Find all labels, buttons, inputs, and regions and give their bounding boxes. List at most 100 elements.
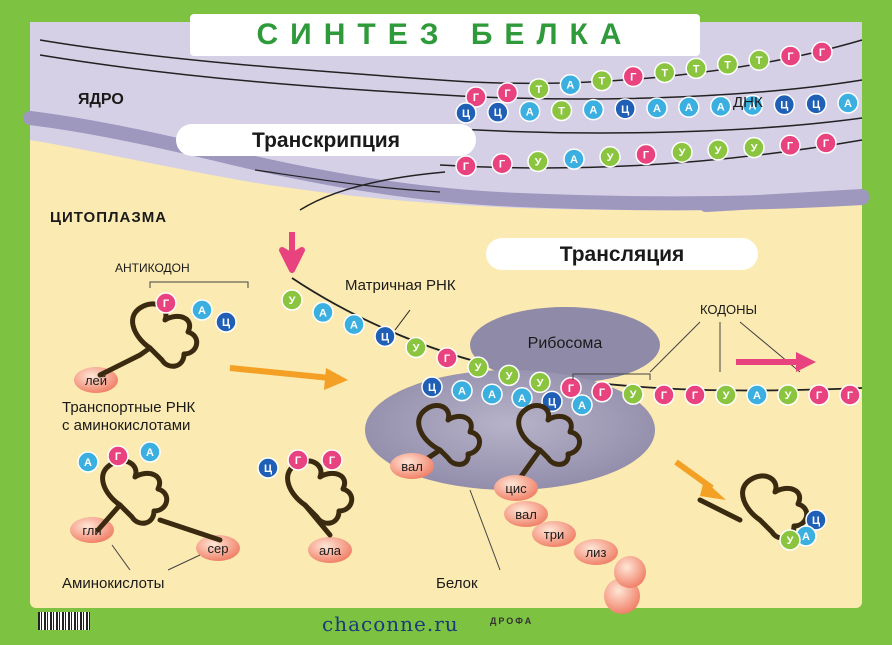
nucleotide: Ц: [215, 311, 237, 333]
nucleotide-letter: Г: [643, 150, 650, 162]
nucleotide-letter: Г: [504, 88, 511, 100]
ribosome-small-subunit: [470, 307, 660, 383]
nucleotide: А: [481, 383, 503, 405]
nucleotide-letter: Г: [819, 47, 826, 59]
nucleotide-letter: У: [787, 535, 794, 547]
nucleotide: А: [741, 94, 764, 117]
fine-print-2: [760, 612, 880, 634]
amino-acid-liz: лиз: [574, 539, 618, 565]
nucleotide-letter: А: [458, 386, 466, 398]
nucleotide-letter: А: [198, 305, 206, 317]
trna-label-line1: Транспортные РНК: [62, 399, 196, 416]
nucleotide: Ц: [487, 101, 509, 123]
nucleotide: Г: [815, 132, 837, 154]
amino-acid-label: вал: [515, 507, 537, 522]
nucleotide: Г: [839, 384, 861, 406]
nucleotide-letter: А: [146, 447, 154, 459]
nucleotide: У: [707, 139, 729, 161]
arrow-down-icon: [279, 232, 305, 273]
nucleotide-letter: А: [570, 154, 578, 166]
trna-label-line2: с аминокислотами: [62, 417, 190, 434]
nucleotide: Ц: [614, 98, 636, 120]
nucleotide-letter: У: [535, 156, 542, 168]
nucleotide: У: [671, 141, 693, 163]
nucleotide: У: [779, 529, 801, 551]
nucleotide-letter: Г: [568, 383, 575, 395]
arrow-right-icon: [796, 352, 816, 372]
nucleotide: Г: [653, 384, 675, 406]
amino-acid-ser: сер: [196, 535, 240, 561]
nucleotide-letter: Ц: [222, 317, 230, 329]
translation-badge: [486, 238, 758, 270]
cytoplasm-label: ЦИТОПЛАЗМА: [50, 209, 167, 226]
nucleotide: Г: [811, 41, 833, 63]
nucleotide: Г: [684, 384, 706, 406]
nucleotide-letter: У: [715, 145, 722, 157]
nucleotide-letter: Г: [444, 353, 451, 365]
nucleotide: У: [498, 364, 520, 387]
nucleotide-letter: Т: [724, 59, 731, 71]
nucleotide-letter: Г: [787, 51, 794, 63]
nucleotide: Г: [287, 449, 309, 471]
nucleotide-letter: Ц: [812, 515, 820, 527]
nucleotide: Г: [591, 381, 613, 403]
nucleotide: У: [599, 146, 621, 168]
publisher-logo: ДРОФА: [490, 616, 534, 626]
nucleotide: Г: [491, 152, 513, 175]
nucleotide: Ц: [374, 325, 396, 348]
nucleotide-letter: А: [84, 457, 92, 469]
nucleotide: Ц: [805, 509, 827, 531]
nucleotide: Г: [465, 86, 487, 108]
nucleotide: Т: [591, 69, 613, 92]
nucleotide-letter: У: [506, 370, 513, 382]
amino-acid-val2: вал: [504, 501, 548, 527]
nucleotide: У: [405, 336, 427, 359]
nucleotide-letter: А: [566, 80, 574, 92]
nucleotide: Г: [622, 65, 645, 88]
nucleus-label: ЯДРО: [78, 91, 124, 108]
nucleotide-letter: Т: [661, 67, 668, 79]
ribosome-label: Рибосома: [528, 335, 603, 352]
nucleotide: У: [467, 356, 489, 378]
trna-lei-anticodon: Г А Ц: [155, 292, 237, 333]
nucleotide-letter: Г: [847, 390, 854, 402]
nucleotide: Т: [653, 61, 676, 84]
nucleotide-letter: А: [589, 105, 597, 117]
nucleotide: Ц: [773, 93, 796, 116]
nucleotide: Г: [455, 155, 477, 177]
nucleotide-letter: Г: [692, 390, 699, 402]
transcription-badge: [176, 124, 476, 156]
nucleotide: Т: [716, 53, 739, 76]
nucleotide-letter: Ц: [548, 396, 556, 408]
nucleotide: Т: [685, 57, 707, 80]
nucleotide: А: [559, 73, 582, 96]
nucleotide: Г: [560, 377, 582, 399]
amino-acids-label: Аминокислоты: [62, 575, 164, 592]
nucleotide-letter: Г: [329, 455, 336, 467]
nucleotide: Т: [748, 49, 770, 71]
amino-acid-tri: три: [532, 521, 576, 547]
nucleotide-letter: Т: [536, 84, 543, 96]
nucleotide: А: [518, 100, 541, 123]
nucleotide-letter: У: [475, 362, 482, 374]
nucleotide: А: [77, 451, 99, 473]
nucleotide-letter: У: [630, 389, 637, 401]
amino-acid-label: гли: [82, 523, 101, 538]
nucleotide: Ц: [541, 390, 563, 413]
nucleotide: А: [139, 441, 161, 463]
nucleotide: Г: [155, 292, 177, 314]
nucleotide: Г: [436, 347, 458, 369]
mrna-label: Матричная РНК: [345, 277, 456, 294]
nucleotide-letter: А: [749, 101, 757, 113]
watermark: chaconne.ru: [322, 612, 459, 636]
nucleotide: А: [582, 98, 605, 121]
nucleotide-letter: Г: [823, 138, 830, 150]
nucleotide: А: [837, 92, 859, 114]
nucleotide: А: [191, 299, 213, 321]
nucleotide: Ц: [257, 457, 279, 479]
